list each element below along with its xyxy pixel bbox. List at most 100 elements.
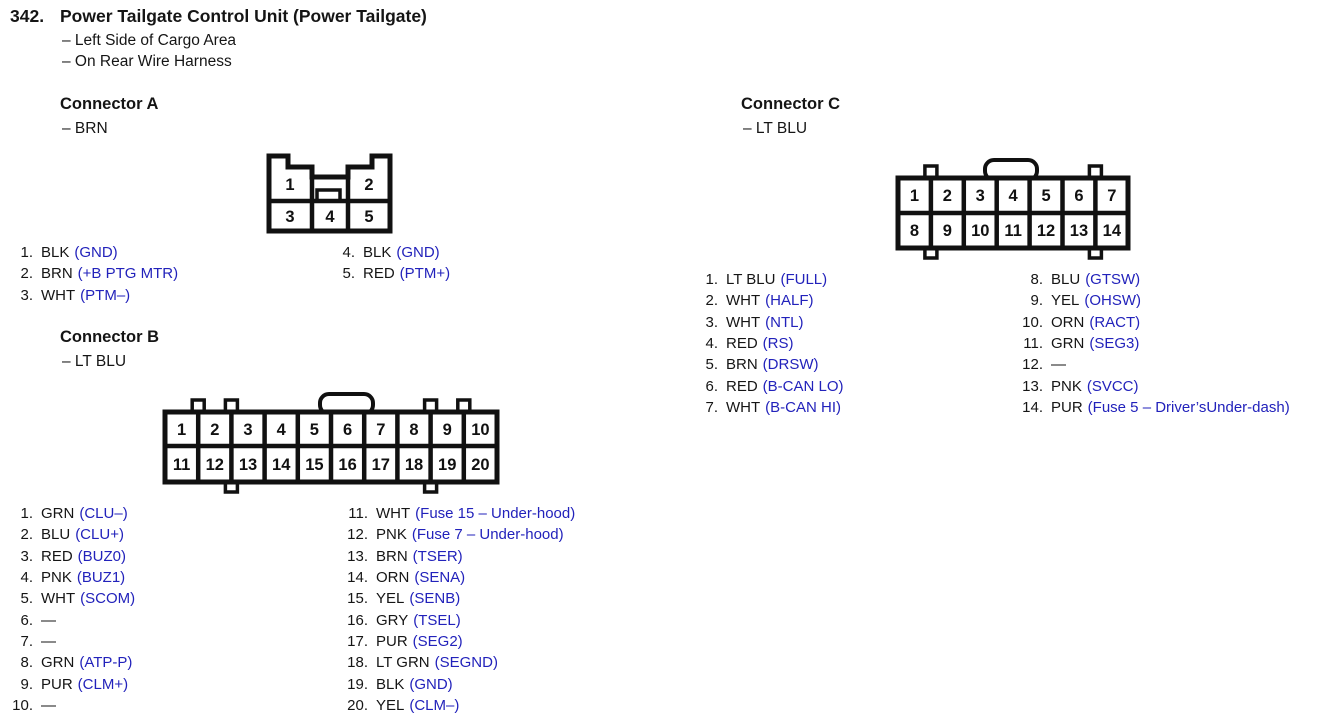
pin-number: 4. — [20, 569, 33, 587]
pin-cell-label: 9 — [443, 421, 452, 439]
wire-color: BRN — [376, 547, 408, 565]
pin-number: 14. — [347, 569, 368, 587]
pin-number: 11. — [1023, 335, 1043, 353]
pin-row: 8.BLU(GTSW) — [1010, 269, 1290, 290]
pin-row: 5.WHT(SCOM) — [8, 588, 135, 609]
pin-number: 13. — [1022, 377, 1043, 395]
pin-cell-label: 17 — [372, 456, 390, 474]
pin-cell-label: 14 — [272, 456, 291, 474]
wire-color: LT GRN — [376, 654, 430, 672]
wire-color: GRN — [1051, 335, 1085, 353]
pin-row: 11. GRN(SEG3) — [1010, 333, 1290, 354]
pin-row: 4.BLK(GND) — [330, 242, 450, 263]
pin-cell-label: 13 — [239, 456, 257, 474]
pin-number: 8. — [20, 654, 33, 672]
pin-cell-label: 9 — [943, 222, 952, 240]
pin-row: 7.— — [8, 631, 135, 652]
signal-name: (BUZ1) — [76, 569, 126, 587]
wire-color: PUR — [376, 633, 408, 651]
signal-name: (TSEL) — [413, 611, 461, 629]
pin-cell-label: 10 — [471, 421, 489, 439]
pin-row: 12.— — [1010, 354, 1290, 375]
pin-number: 10. — [12, 697, 33, 715]
pin-row: 13.PNK(SVCC) — [1010, 376, 1290, 397]
pin-number: 7. — [20, 633, 33, 651]
pin-number: 9. — [1030, 292, 1043, 310]
pin-cell-label: 8 — [910, 222, 919, 240]
grid-line — [165, 412, 497, 482]
pin-number: 3. — [20, 547, 33, 565]
signal-name: (CLM–) — [409, 697, 460, 715]
signal-name: (TSER) — [412, 547, 463, 565]
pin-cell-label: 15 — [305, 456, 323, 474]
pin-row: 14.PUR(Fuse 5 – Driver’sUnder-dash) — [1010, 397, 1290, 418]
pin-cell-label: 2 — [364, 176, 373, 194]
connector-b-heading: Connector B — [60, 328, 159, 346]
connector-b-diagram: 1 2 3 4 5 6 7 8 9 10 11 12 13 14 15 16 1… — [162, 392, 500, 494]
wire-color: WHT — [726, 399, 761, 417]
signal-name: (SEG3) — [1089, 335, 1140, 353]
connector-a-pins-right: 4.BLK(GND) 5.RED(PTM+) — [330, 242, 450, 285]
pin-cell-label: 8 — [409, 421, 418, 439]
wire-color: PNK — [1051, 377, 1082, 395]
pin-row: 8.GRN(ATP-P) — [8, 652, 135, 673]
pin-row: 2.WHT(HALF) — [690, 290, 844, 311]
signal-name: (HALF) — [765, 292, 814, 310]
signal-name: (PTM–) — [80, 286, 131, 304]
pin-cell-label: 4 — [325, 208, 335, 226]
wire-color: BRN — [41, 265, 73, 283]
pin-number: 6. — [705, 377, 718, 395]
pin-number: 1. — [20, 244, 33, 261]
pin-cell-label: 13 — [1070, 222, 1088, 240]
pin-row: 13. BRN(TSER) — [338, 546, 575, 567]
pin-number: 2. — [20, 265, 33, 283]
pin-row: 12.PNK(Fuse 7 – Under-hood) — [338, 524, 575, 545]
pin-row: 3.WHT(PTM–) — [8, 285, 178, 306]
signal-name: (RS) — [762, 335, 794, 353]
wire-color: — — [41, 697, 56, 715]
pin-number: 14. — [1022, 399, 1043, 417]
wire-color: PNK — [41, 569, 72, 587]
pin-row: 1.LT BLU(FULL) — [690, 269, 844, 290]
wire-color: GRY — [376, 611, 409, 629]
pin-row: 18.LT GRN(SEGND) — [338, 652, 575, 673]
signal-name: (+B PTG MTR) — [77, 265, 179, 283]
pin-number: 3. — [705, 313, 718, 331]
wire-color: RED — [41, 547, 73, 565]
signal-name: (CLM+) — [77, 675, 129, 693]
pin-number: 5. — [20, 590, 33, 608]
connector-a-diagram: 1 2 3 4 5 — [266, 153, 393, 234]
wire-color: WHT — [41, 286, 76, 304]
pin-cell-label: 7 — [1107, 187, 1116, 205]
wire-color: PUR — [41, 675, 73, 693]
pin-cell-label: 2 — [210, 421, 219, 439]
pin-row: 4.RED(RS) — [690, 333, 844, 354]
wire-color: YEL — [1051, 292, 1080, 310]
wire-color: BLK — [41, 244, 70, 261]
pin-number: 16. — [347, 611, 368, 629]
wire-color: BRN — [726, 356, 758, 374]
wire-color: BLK — [376, 675, 405, 693]
pin-number: 20. — [347, 697, 368, 715]
pin-row: 5.BRN(DRSW) — [690, 354, 844, 375]
pin-row: 15.YEL(SENB) — [338, 588, 575, 609]
pin-cell-label: 4 — [1009, 187, 1019, 205]
pin-row: 10.ORN(RACT) — [1010, 312, 1290, 333]
pin-row: 1.GRN(CLU–) — [8, 503, 135, 524]
connector-c-pins-right: 8.BLU(GTSW) 9.YEL(OHSW) 10.ORN(RACT) 11.… — [1010, 269, 1290, 418]
pin-cell-label: 10 — [971, 222, 989, 240]
pin-row: 2. BRN(+B PTG MTR) — [8, 263, 178, 284]
pin-number: 1. — [705, 271, 718, 288]
wire-color: PNK — [376, 526, 407, 544]
connector-b-pins-left: 1.GRN(CLU–) 2.BLU(CLU+) 3.RED(BUZ0) 4.PN… — [8, 503, 135, 716]
wire-color: YEL — [376, 590, 405, 608]
wire-color: BLU — [1051, 271, 1081, 288]
wire-color: WHT — [376, 505, 411, 522]
pin-row: 3.WHT(NTL) — [690, 312, 844, 333]
pin-number: 13. — [347, 547, 368, 565]
connector-c-heading: Connector C — [741, 95, 840, 113]
pin-cell-label: 2 — [943, 187, 952, 205]
wire-color: WHT — [726, 313, 761, 331]
pin-number: 12. — [347, 526, 368, 544]
